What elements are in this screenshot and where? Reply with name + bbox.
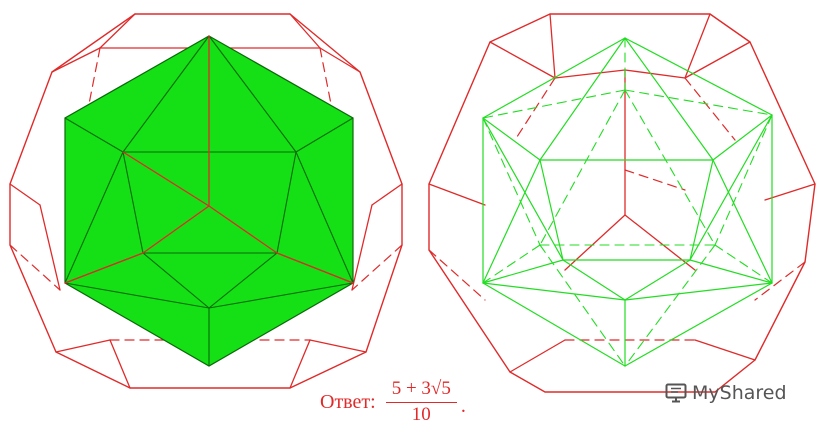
dodecahedron-edge [549, 13, 556, 79]
dodecahedron-edge [489, 41, 556, 79]
icosahedron-edge [482, 282, 626, 301]
watermark: MyShared [665, 382, 787, 404]
icosahedron-edge [624, 37, 714, 161]
dodecahedron-front-edge [208, 205, 278, 254]
icosahedron-edge [122, 151, 144, 254]
presentation-board-icon [665, 383, 687, 403]
icosahedron-edge [295, 151, 354, 284]
dodecahedron-hidden-edge [428, 249, 486, 301]
icosahedron-edge [482, 259, 564, 284]
dodecahedron-edge [624, 214, 696, 271]
answer-formula: Ответ: 5 + 3√5 10 . [320, 378, 466, 426]
icosahedron-edge [624, 259, 691, 301]
icosahedron-edge [482, 117, 564, 261]
icosahedron-hidden-edge [482, 89, 626, 119]
dodecahedron-edge [55, 339, 111, 353]
wireframe-icosahedron-diagram [428, 13, 816, 393]
icosahedron-edge [276, 151, 297, 254]
dodecahedron-hidden-edge [319, 47, 341, 151]
dodecahedron-hidden-edge [514, 77, 556, 141]
icosahedron-edge [562, 259, 626, 301]
figure-wireframe-icosahedron [415, 0, 829, 433]
icosahedron-edge [624, 282, 773, 367]
dodecahedron-edge [319, 47, 361, 73]
icosahedron-hidden-edge [624, 244, 716, 367]
icosahedron-edge [539, 159, 564, 261]
dodecahedron-hidden-edge [79, 47, 101, 151]
icosahedron-hidden-edge [624, 89, 716, 246]
watermark-text: MyShared [692, 382, 787, 404]
dodecahedron-edge [39, 204, 61, 291]
dodecahedron-edge [694, 339, 756, 361]
dodecahedron-front-edge [64, 252, 144, 284]
icosahedron-hidden-edge [482, 117, 541, 246]
dodecahedron-edge [309, 339, 367, 353]
dodecahedron-edge [764, 183, 816, 201]
icosahedron-edge [482, 37, 626, 119]
figure-solid-icosahedron [0, 0, 414, 433]
dodecahedron-edge [554, 69, 626, 79]
icosahedron-edge [689, 114, 773, 261]
dodecahedron-hidden-edge [624, 169, 686, 191]
icosahedron-edge [482, 282, 626, 367]
dodecahedron-edge [428, 183, 486, 206]
dodecahedron-edge [371, 183, 403, 206]
dodecahedron-hidden-edge [9, 244, 61, 291]
fraction-numerator: 5 + 3√5 [385, 378, 457, 403]
icosahedron-edge [64, 151, 124, 284]
icosahedron-edge [208, 35, 297, 153]
icosahedron-edge [482, 159, 541, 284]
dodecahedron-edge [99, 13, 136, 49]
icosahedron-edge [295, 117, 354, 153]
dodecahedron-edge [289, 13, 321, 49]
icosahedron-edge [712, 159, 773, 284]
icosahedron-edge [689, 259, 773, 284]
dodecahedron-edge [289, 339, 311, 389]
icosahedron-edge [122, 35, 210, 153]
dodecahedron-front-edge [122, 151, 210, 207]
icosahedron-edge [208, 252, 278, 309]
dodecahedron-hidden-edge [754, 261, 806, 301]
icosahedron-edge [64, 117, 124, 153]
dodecahedron-edge [624, 69, 686, 79]
icosahedron-edge [712, 114, 773, 161]
icosahedron-hidden-edge [714, 244, 773, 284]
dodecahedron-front-edge [142, 205, 210, 254]
dodecahedron-edge [51, 47, 101, 73]
solid-icosahedron-diagram [9, 13, 403, 389]
icosahedron-hidden-edge [539, 244, 626, 367]
icosahedron-edge [539, 37, 626, 161]
icosahedron-hidden-edge [539, 89, 626, 246]
dodecahedron-edge [684, 41, 751, 79]
dodecahedron-edge [509, 339, 566, 373]
icosahedron-edge [689, 159, 714, 261]
answer-label: Ответ: [320, 390, 376, 413]
dodecahedron-edge [351, 204, 373, 291]
icosahedron-edge [64, 282, 210, 309]
icosahedron-edge [142, 252, 210, 309]
answer-fraction: 5 + 3√5 10 [385, 378, 457, 426]
dodecahedron-edge [684, 13, 711, 79]
dodecahedron-front-edge [276, 252, 354, 284]
fraction-denominator: 10 [411, 404, 431, 425]
dodecahedron-edge [109, 339, 131, 389]
answer-end-dot: . [460, 394, 466, 417]
icosahedron-edge [208, 282, 354, 309]
dodecahedron-hidden-edge [684, 77, 736, 141]
dodecahedron-hidden-edge [351, 244, 403, 291]
dodecahedron-edge [564, 214, 626, 271]
icosahedron-hidden-edge [482, 244, 541, 284]
dodecahedron-edge [9, 183, 41, 206]
icosahedron-hidden-edge [714, 114, 773, 246]
icosahedron-edge [482, 117, 541, 161]
icosahedron-hidden-edge [624, 89, 773, 116]
icosahedron-edge [624, 282, 773, 301]
icosahedron-edge [624, 37, 773, 116]
